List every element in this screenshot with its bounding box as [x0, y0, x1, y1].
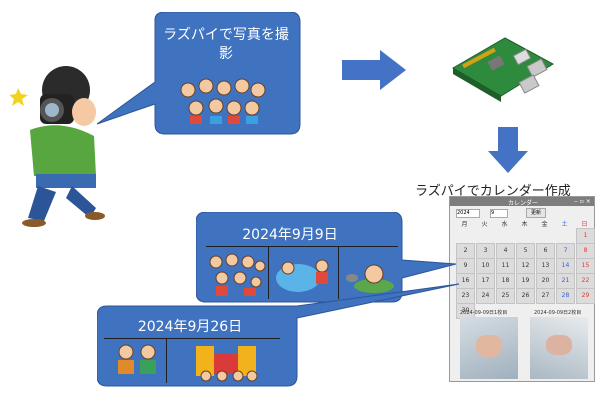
calendar-day-cell[interactable]: 11 — [496, 258, 515, 274]
hand-photo-2 — [546, 335, 572, 355]
calendar-day-cell[interactable]: 10 — [476, 258, 495, 274]
calendar-day-cell[interactable]: 9 — [456, 258, 475, 274]
weekday-header: 月 — [461, 221, 468, 228]
weekday-header: 火 — [481, 221, 488, 228]
calendar-day-cell[interactable]: 2 — [456, 243, 475, 259]
water-splash-illustration — [274, 252, 334, 296]
calendar-day-cell[interactable]: 29 — [576, 288, 595, 304]
calendar-caption: ラズパイでカレンダー作成 — [415, 184, 571, 199]
photo-caption-2: 2024-09-09日2枚目 — [534, 310, 582, 316]
calendar-day-cell[interactable]: 24 — [476, 288, 495, 304]
calendar-day-cell[interactable]: 13 — [536, 258, 555, 274]
weekday-header: 日 — [581, 221, 588, 228]
calendar-empty-cell — [456, 228, 473, 242]
calendar-day-cell[interactable]: 8 — [576, 243, 595, 259]
callout-sep26-divider — [166, 339, 167, 383]
calendar-day-cell[interactable]: 4 — [496, 243, 515, 259]
callout-sep9-divider-2 — [338, 247, 339, 299]
calendar-empty-cell — [476, 228, 493, 242]
callout-sep9-shape — [196, 212, 457, 303]
update-button[interactable]: 更新 — [526, 208, 546, 218]
photo-caption-1: 2024-09-09日1枚目 — [460, 310, 508, 316]
crowd-illustration-sep9 — [206, 252, 266, 296]
calendar-day-cell[interactable]: 25 — [496, 288, 515, 304]
calendar-day-cell[interactable]: 6 — [536, 243, 555, 259]
window-controls-icon[interactable]: ‒ ▫ × — [574, 198, 591, 205]
crowd-illustration-top — [176, 76, 268, 124]
calendar-day-cell[interactable]: 28 — [556, 288, 575, 304]
month-field[interactable]: 9 — [490, 209, 508, 218]
callout-sep9-date: 2024年9月9日 — [242, 227, 338, 243]
calendar-day-cell[interactable]: 19 — [516, 273, 535, 289]
top-callout-text: ラズパイで写真を撮影 — [163, 27, 289, 62]
two-children-illustration — [112, 342, 162, 378]
calendar-day-cell[interactable]: 7 — [556, 243, 575, 259]
calendar-day-cell[interactable]: 3 — [476, 243, 495, 259]
calendar-empty-cell — [496, 228, 513, 242]
calendar-empty-cell — [536, 228, 553, 242]
calendar-day-cell[interactable]: 26 — [516, 288, 535, 304]
calendar-empty-cell — [516, 303, 533, 317]
weekday-header: 土 — [561, 221, 568, 228]
calendar-day-cell[interactable]: 27 — [536, 288, 555, 304]
callout-sep26-shape — [97, 283, 460, 387]
calendar-day-cell[interactable]: 18 — [496, 273, 515, 289]
callout-sep9-divider-1 — [268, 247, 269, 299]
calendar-day-cell[interactable]: 1 — [576, 228, 595, 244]
calendar-day-cell[interactable]: 21 — [556, 273, 575, 289]
calendar-day-cell[interactable]: 12 — [516, 258, 535, 274]
weekday-header: 金 — [541, 221, 548, 228]
year-field[interactable]: 2024 — [456, 209, 480, 218]
callout-sep26-rule — [104, 338, 280, 339]
calendar-empty-cell — [516, 228, 533, 242]
callout-sep9-rule — [206, 246, 398, 247]
hand-photo-1 — [476, 335, 502, 357]
lying-child-illustration — [344, 256, 396, 296]
right-arrow-icon — [342, 50, 406, 90]
callout-sep26-date: 2024年9月26日 — [137, 319, 243, 335]
calendar-title: カレンダー — [508, 200, 539, 207]
calendar-day-cell[interactable]: 22 — [576, 273, 595, 289]
calendar-day-cell[interactable]: 17 — [476, 273, 495, 289]
calendar-day-cell[interactable]: 15 — [576, 258, 595, 274]
calendar-empty-cell — [556, 228, 573, 242]
photographer-illustration — [9, 58, 110, 228]
calendar-day-cell[interactable]: 5 — [516, 243, 535, 259]
calendar-day-cell[interactable]: 20 — [536, 273, 555, 289]
weekday-header: 水 — [501, 221, 508, 228]
calendar-titlebar — [450, 197, 594, 206]
weekday-header: 木 — [521, 221, 528, 228]
down-arrow-icon — [488, 127, 528, 173]
playground-illustration — [192, 340, 262, 382]
calendar-day-cell[interactable]: 14 — [556, 258, 575, 274]
raspberry-pi-board — [445, 30, 557, 110]
